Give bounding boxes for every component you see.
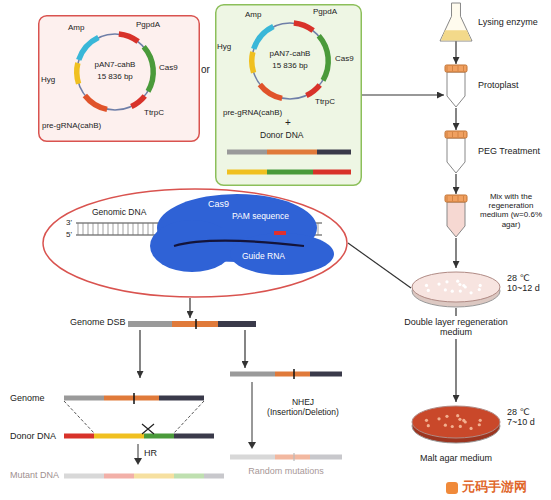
flow-arrow [348, 243, 411, 288]
node-label: Mutant DNA [10, 470, 59, 480]
flow-arrow [455, 41, 456, 64]
watermark: 元码手游网 [462, 480, 527, 495]
flow-arrow [139, 330, 140, 378]
node-label: PAM sequence [232, 212, 289, 222]
plasmid-donor-box-shape [215, 4, 362, 186]
node-label: TtrpC [144, 108, 164, 117]
node-label: Donor DNA [260, 131, 303, 141]
node-label: Malt agar medium [401, 452, 511, 464]
node-label: 28 ℃ 7~10 d [507, 407, 549, 428]
node-label: 15 836 bp [250, 61, 330, 70]
or-label: or [201, 64, 210, 76]
node-label: Mix with the regeneration medium (w=0.6%… [474, 192, 548, 229]
node-label: PgpdA [136, 20, 160, 29]
node-label: PgpdA [313, 7, 337, 16]
flow-arrow [189, 298, 190, 318]
flow-arrow [244, 330, 245, 368]
cas9-ellipse: Genomic DNA 3' 5' Cas9PAM sequenceGuide RNA [42, 188, 348, 298]
node-label: pre-gRNA(cahB) [42, 121, 101, 130]
node-label: NHEJ (Insertion/Deletion) [258, 398, 348, 418]
flow-arrow [455, 238, 456, 268]
node-label: PEG Treatment [478, 146, 540, 156]
node-label: Protoplast [478, 80, 519, 90]
plasmid-donor-box: Amp PgpdA Hyg pAN7-cahB 15 836 bp Cas9TtrpC pr… [215, 4, 362, 186]
node-label: Double layer regeneration medium [401, 316, 511, 339]
node-label: Random mutations [222, 466, 350, 476]
node-label: Cas9 [159, 63, 178, 72]
node-label: Donor DNA [10, 431, 56, 441]
node-label: Amp [68, 23, 84, 32]
node-label: TtrpC [315, 97, 335, 106]
node-label: 28 ℃ 10~12 d [507, 273, 549, 294]
node-label: 3' [66, 218, 72, 227]
tube-step: Protoplast [444, 64, 468, 108]
tube-step-shape [444, 130, 468, 174]
tube-step: PEG Treatment [444, 130, 468, 174]
petri-plate: 28 ℃ 10~12 dDouble layer regeneration me… [411, 268, 501, 308]
dna-bar-shape [128, 318, 256, 330]
node-label: Guide RNA [242, 252, 285, 262]
node-label: Hyg [41, 75, 55, 84]
node-label: Genomic DNA [92, 208, 146, 218]
flow-arrow [455, 108, 456, 130]
petri-plate-shape [411, 402, 501, 444]
petri-plate-shape [411, 268, 501, 308]
flow-arrow [455, 174, 456, 194]
plasmid-box: Amp PgpdA pAN7-cahB 15 836 bp Cas9HygTtrpC pr… [38, 15, 200, 142]
hr-panel: GenomeDonor DNA HR Mutant DNA [8, 378, 216, 490]
node-label: Lysing enzyme [478, 17, 538, 27]
node-label: pAN7-cahB [75, 60, 155, 69]
node-label: Genome [10, 393, 45, 403]
node-label: 15 836 bp [75, 72, 155, 81]
nhej-panel: NHEJ (Insertion/Deletion) Random mutation… [222, 368, 350, 486]
node-label: HR [144, 448, 157, 458]
node-label: pAN7-cahB [250, 49, 330, 58]
flask-step: Lysing enzyme [440, 3, 472, 41]
node-label: pre-gRNA(cahB) [223, 108, 282, 117]
node-label: Cas9 [208, 199, 229, 209]
petri-plate: 28 ℃ 7~10 dMalt agar medium [411, 402, 501, 444]
cas9-ellipse-shape [42, 188, 348, 298]
watermark-icon [446, 482, 458, 494]
node-label: Genome DSB [70, 317, 126, 327]
flow-arrow [362, 94, 444, 95]
node-label: 5' [66, 230, 72, 239]
node-label: Cas9 [335, 54, 354, 63]
tube-step: Mix with the regeneration medium (w=0.6%… [444, 194, 468, 238]
tube-step-shape [444, 64, 468, 108]
dna-bar: Genome DSB [128, 318, 256, 330]
node-label: Hyg [217, 42, 231, 51]
flask-step-shape [440, 3, 472, 41]
node-label: + [278, 117, 298, 129]
node-label: Amp [245, 10, 261, 19]
tube-step-shape [444, 194, 468, 238]
